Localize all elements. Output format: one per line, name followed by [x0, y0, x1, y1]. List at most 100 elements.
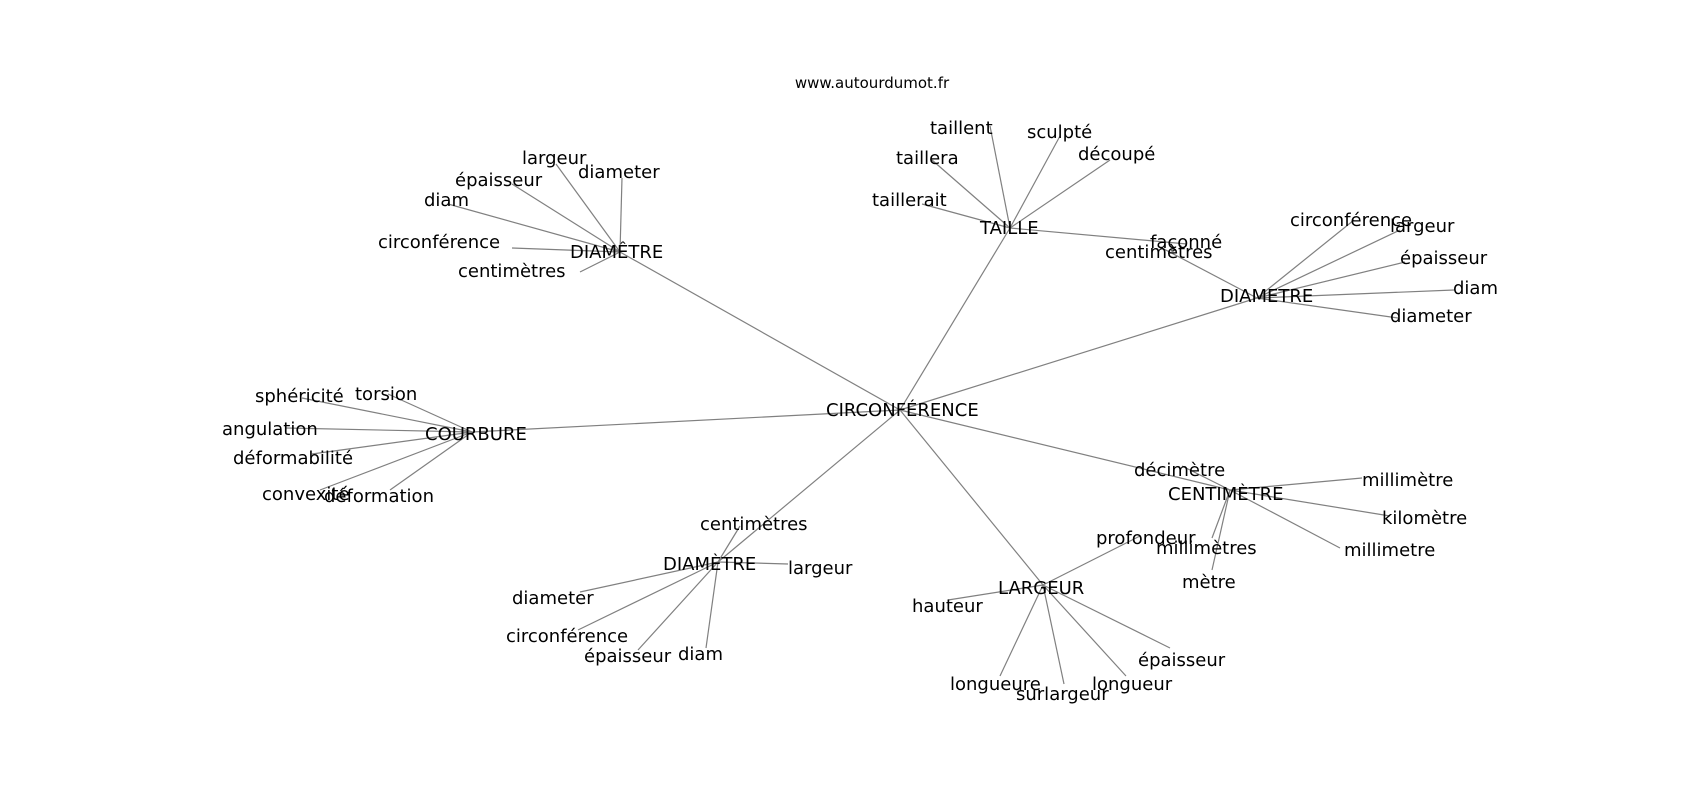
edge-largeur-leaf-4	[1042, 584, 1065, 685]
edge-courbure-leaf-0	[301, 397, 473, 433]
leaf-node-taille: découpé	[1078, 144, 1155, 165]
leaf-node-diametre-bottom: circonférence	[506, 626, 628, 647]
leaf-node-diametre-top-left: diam	[424, 190, 469, 211]
leaf-node-centimetre: millimètres	[1156, 538, 1257, 559]
edge-taille-leaf-0	[989, 125, 1011, 229]
hub-node-diametre-top-left: DIAMÊTRE	[570, 241, 663, 263]
leaf-node-courbure: déformabilité	[233, 448, 353, 469]
graph-labels: taillent sculpté taillera découpé taillerait…	[222, 118, 1498, 705]
leaf-node-diametre-right: épaisseur	[1400, 248, 1488, 269]
leaf-node-centimetre: mètre	[1182, 572, 1236, 593]
edge-largeur-leaf-0	[1042, 535, 1141, 586]
edge-largeur-leaf-1	[947, 584, 1044, 601]
leaf-node-courbure: déformation	[324, 486, 434, 507]
edge-taille-leaf-3	[1009, 159, 1111, 229]
leaf-node-largeur: hauteur	[912, 596, 983, 617]
hub-node-centimetre: CENTIMÈTRE	[1168, 483, 1284, 505]
leaf-node-centimetre: millimetre	[1344, 540, 1435, 561]
edge-centimetre-leaf-3	[1229, 489, 1341, 549]
edge-taille-leaf-4	[921, 203, 1011, 229]
edge-diametre-top-left-leaf-3	[447, 203, 621, 253]
edge-courbure-leaf-3	[311, 431, 473, 455]
leaf-node-courbure: angulation	[222, 419, 318, 440]
hub-node-courbure: COURBURE	[425, 424, 527, 445]
edge-largeur-leaf-2	[1042, 584, 1171, 649]
leaf-node-diametre-bottom: diam	[678, 644, 723, 665]
leaf-node-diametre-top-left: centimètres	[458, 261, 566, 282]
graph-edges	[285, 125, 1455, 685]
leaf-node-centimetre: kilomètre	[1382, 508, 1467, 529]
leaf-node-diametre-bottom: diameter	[512, 588, 594, 609]
edge-diametre-bottom-leaf-1	[717, 561, 789, 565]
edge-center-centimetre	[899, 409, 1231, 491]
edge-diametre-bottom-leaf-4	[637, 561, 719, 651]
edge-courbure-leaf-2	[285, 427, 473, 433]
edge-center-diametre-right	[899, 297, 1258, 411]
edge-diametre-top-left-leaf-5	[579, 251, 621, 273]
leaf-node-largeur: longueure	[950, 674, 1041, 695]
edge-taille-leaf-1	[1009, 135, 1061, 229]
leaf-node-courbure: convexité	[262, 484, 350, 505]
edge-largeur-leaf-3	[999, 584, 1044, 677]
leaf-node-taille: taillent	[930, 118, 993, 139]
edge-diametre-right-leaf-4	[1256, 297, 1399, 319]
leaf-node-centimetre: millimètre	[1362, 470, 1453, 491]
edge-center-diametre-top-left	[619, 251, 901, 411]
edge-courbure-leaf-4	[319, 431, 473, 491]
edge-diametre-bottom-leaf-2	[579, 561, 719, 593]
hub-node-taille: TAILLE	[979, 218, 1039, 239]
edge-centimetre-leaf-5	[1211, 489, 1231, 571]
leaf-node-diametre-top-left: largeur	[522, 148, 587, 169]
leaf-node-diametre-bottom: épaisseur	[584, 646, 672, 667]
center-node: CIRCONFÉRENCE	[826, 399, 979, 421]
leaf-node-courbure: torsion	[355, 384, 417, 405]
hub-node-largeur: LARGEUR	[998, 578, 1084, 599]
edge-taille-leaf-5	[1009, 227, 1188, 245]
edge-diametre-right-leaf-5	[1161, 247, 1258, 299]
leaf-node-centimetre: décimètre	[1134, 460, 1225, 481]
edge-diametre-bottom-leaf-5	[705, 561, 719, 649]
edge-courbure-leaf-1	[387, 393, 473, 433]
leaf-node-diametre-top-left: circonférence	[378, 232, 500, 253]
edge-centimetre-leaf-1	[1229, 477, 1363, 491]
leaf-node-diametre-right: centimètres	[1105, 242, 1213, 263]
hub-node-diametre-bottom: DIAMÈTRE	[663, 553, 756, 575]
edge-taille-leaf-2	[931, 159, 1011, 229]
edge-diametre-right-leaf-1	[1256, 229, 1401, 299]
edge-diametre-right-leaf-2	[1256, 261, 1406, 299]
leaf-node-largeur: longueur	[1092, 674, 1173, 695]
edge-diametre-top-left-leaf-1	[511, 183, 621, 253]
leaf-node-largeur: surlargeur	[1016, 684, 1109, 705]
leaf-node-diametre-bottom: centimètres	[700, 514, 808, 535]
edge-diametre-top-left-leaf-0	[555, 163, 621, 253]
leaf-node-diametre-right: largeur	[1390, 216, 1455, 237]
leaf-node-taille: taillerait	[872, 190, 947, 211]
edge-centimetre-leaf-2	[1229, 489, 1391, 517]
edge-diametre-right-leaf-3	[1256, 289, 1455, 299]
edge-courbure-leaf-5	[389, 431, 473, 491]
edge-center-courbure	[471, 409, 901, 433]
edge-centimetre-leaf-0	[1181, 465, 1231, 491]
source-url: www.autourdumot.fr	[795, 74, 950, 92]
edge-center-taille	[899, 227, 1011, 411]
edge-centimetre-leaf-4	[1211, 489, 1231, 539]
leaf-node-diametre-top-left: épaisseur	[455, 170, 543, 191]
leaf-node-taille: taillera	[896, 148, 959, 169]
leaf-node-diametre-bottom: largeur	[788, 558, 853, 579]
edge-diametre-top-left-leaf-2	[619, 177, 623, 253]
edge-diametre-bottom-leaf-0	[717, 525, 741, 563]
edge-largeur-leaf-5	[1042, 584, 1127, 677]
leaf-node-diametre-right: diameter	[1390, 306, 1472, 327]
edge-diametre-bottom-leaf-3	[577, 561, 719, 631]
edge-diametre-top-left-leaf-4	[511, 247, 621, 253]
leaf-node-diametre-right: circonférence	[1290, 210, 1412, 231]
hub-node-diametre-right: DIAMETRE	[1220, 286, 1313, 307]
leaf-node-taille: façonné	[1150, 232, 1222, 253]
leaf-node-taille: sculpté	[1027, 122, 1092, 143]
edge-diametre-right-leaf-0	[1256, 219, 1355, 299]
edge-center-diametre-bottom	[717, 409, 901, 563]
leaf-node-diametre-top-left: diameter	[578, 162, 660, 183]
leaf-node-largeur: profondeur	[1096, 528, 1196, 549]
leaf-node-largeur: épaisseur	[1138, 650, 1226, 671]
